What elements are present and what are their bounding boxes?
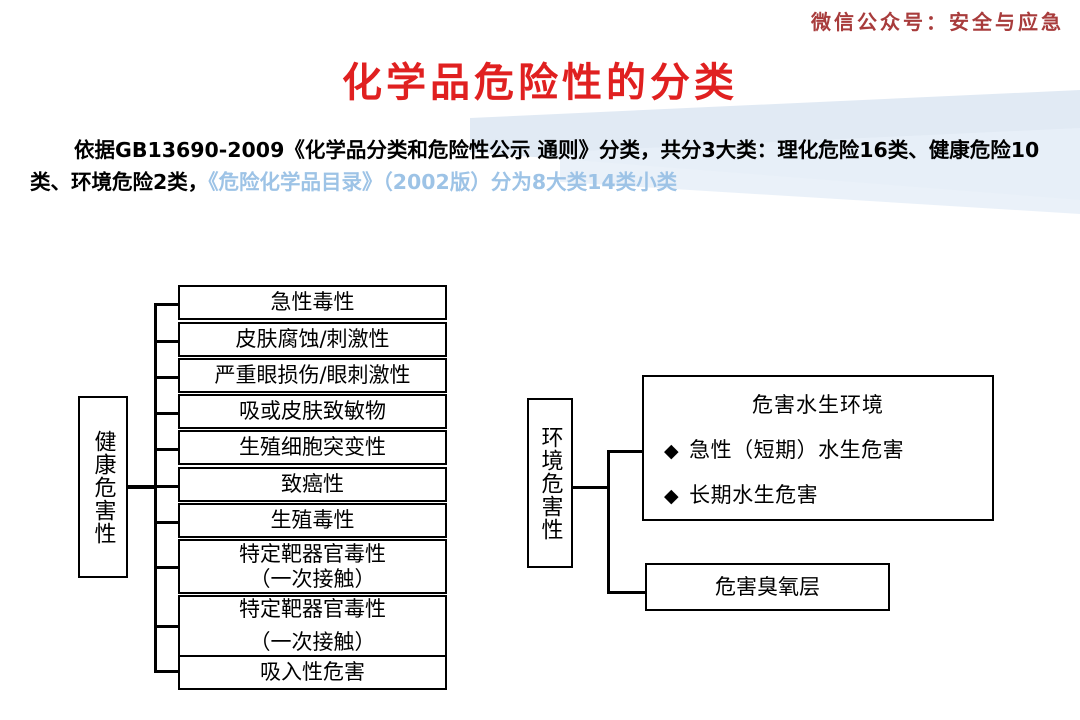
diamond-bullet-icon: ◆ [664,440,680,462]
health-connector-stub-10 [154,670,180,673]
env-connector-stub-ozone [607,591,647,594]
environment-hazard-label-box: 环境危害性 [527,398,573,568]
health-item-line1: 皮肤腐蚀/刺激性 [235,327,390,352]
health-item-box: 致癌性 [178,467,447,502]
health-connector-stub-7 [154,521,180,524]
health-connector-trunk [128,485,156,489]
health-item-box: 特定靶器官毒性 （一次接触） [178,595,447,657]
health-hazard-label-text: 健康危害性 [90,429,116,545]
watermark-text: 微信公众号：安全与应急 [811,10,1064,34]
health-item-box: 吸入性危害 [178,655,447,690]
health-connector-spine [154,303,157,673]
lead-black-text: 依据GB13690-2009《化学品分类和危险性公示 通则》分类，共分3大类：理… [30,138,1040,194]
env-connector-spine [607,450,610,594]
health-item-box: 皮肤腐蚀/刺激性 [178,322,447,357]
health-item-box: 急性毒性 [178,285,447,320]
aquatic-hazard-item: ◆ 长期水生危害 [664,479,992,509]
health-item-line2: （一次接触） [249,566,376,591]
page-title: 化学品危险性的分类 [342,60,738,106]
diamond-bullet-icon: ◆ [664,485,680,507]
env-connector-trunk [573,486,609,489]
health-item-line1: 严重眼损伤/眼刺激性 [214,363,411,388]
health-item-box: 生殖细胞突变性 [178,430,447,465]
health-item-box: 严重眼损伤/眼刺激性 [178,358,447,393]
ozone-hazard-box: 危害臭氧层 [645,563,890,611]
health-item-box: 特定靶器官毒性 （一次接触） [178,539,447,594]
env-connector-stub-aquatic [607,450,643,453]
health-item-box: 吸或皮肤致敏物 [178,394,447,429]
health-connector-stub-5 [154,448,180,451]
health-item-line1: 特定靶器官毒性 [239,541,386,566]
aquatic-hazard-item: ◆ 急性（短期）水生危害 [664,434,992,464]
health-connector-stub-1 [154,303,180,306]
health-item-box: 生殖毒性 [178,503,447,538]
health-connector-stub-2 [154,340,180,343]
health-hazard-label-box: 健康危害性 [78,396,128,578]
aquatic-hazard-title: 危害水生环境 [752,393,884,417]
aquatic-hazard-item-text: 急性（短期）水生危害 [689,438,905,462]
environment-hazard-label-text: 环境危害性 [537,425,563,541]
health-item-line1: 吸入性危害 [260,660,365,685]
health-connector-stub-4 [154,412,180,415]
health-connector-stub-8 [154,566,180,569]
health-connector-stub-9 [154,625,180,628]
lead-paragraph: 依据GB13690-2009《化学品分类和危险性公示 通则》分类，共分3大类：理… [30,134,1056,198]
ozone-hazard-text: 危害臭氧层 [715,574,820,599]
aquatic-hazard-box: 危害水生环境 ◆ 急性（短期）水生危害 ◆ 长期水生危害 [642,375,994,521]
health-item-line1: 特定靶器官毒性 [239,597,386,622]
health-item-line1: 致癌性 [281,472,344,497]
health-item-line1: 生殖细胞突变性 [239,435,386,460]
aquatic-hazard-item-text: 长期水生危害 [689,483,819,507]
lead-blue-text: 《危险化学品目录》（2002版）分为8大类14类小类 [208,170,678,194]
health-item-line1: 急性毒性 [270,290,355,315]
health-item-line2: （一次接触） [249,630,376,654]
health-item-line1: 吸或皮肤致敏物 [239,399,386,424]
health-item-line1: 生殖毒性 [270,508,355,533]
health-connector-stub-3 [154,376,180,379]
health-connector-stub-6 [154,485,180,488]
